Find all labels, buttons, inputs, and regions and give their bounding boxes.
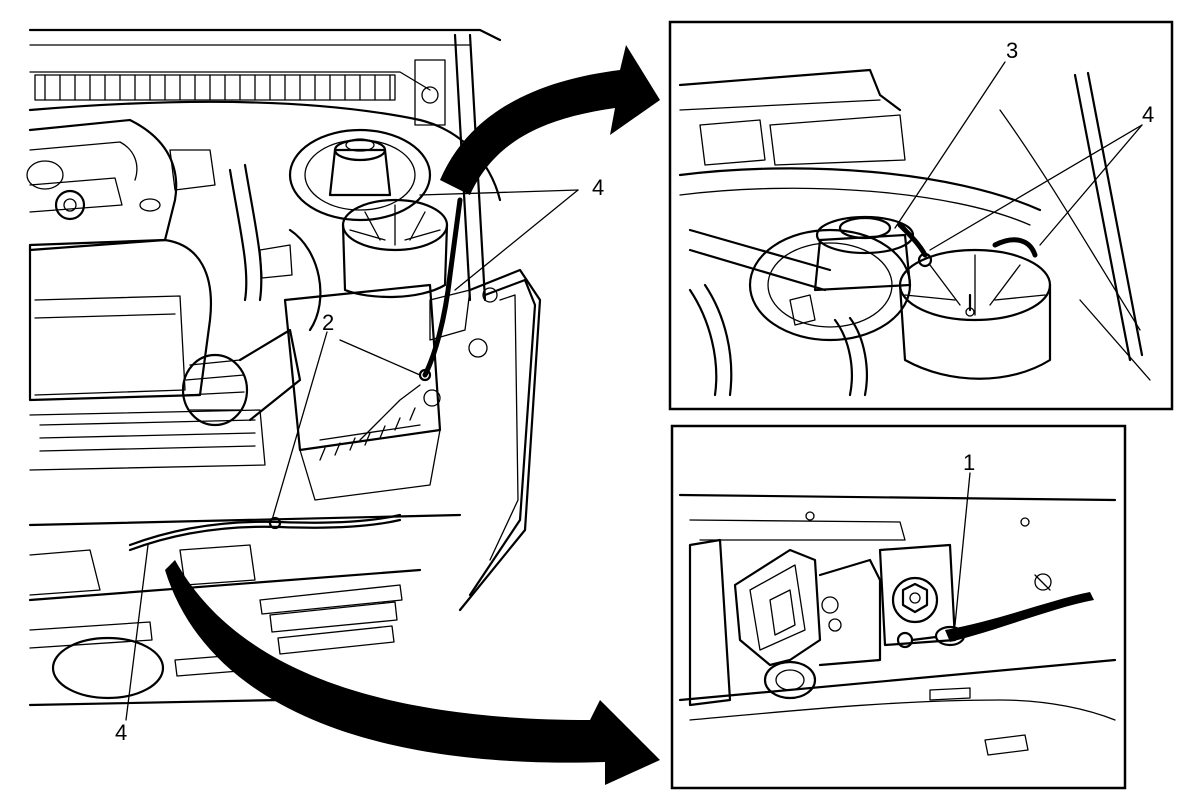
inset-top-frame: [668, 20, 1174, 411]
battery-box: [283, 283, 442, 501]
brake-booster: [288, 128, 432, 222]
callout-3: 3: [1006, 38, 1018, 63]
inset-bottom-leaders: [954, 472, 971, 626]
fender-headlamp: [423, 268, 542, 612]
main-engine-view: 4 2 4: [26, 28, 660, 785]
inset-bottom-ground-terminal: [896, 592, 1094, 649]
front-grille: [28, 513, 462, 707]
callout-4-bottom: 4: [115, 720, 127, 745]
inset-top-cowl: [678, 68, 1144, 362]
callout-2: 2: [322, 310, 334, 335]
inset-bottom-bracket: [688, 538, 882, 707]
main-leaders: [125, 189, 579, 721]
inset-top-ground-cable: [897, 222, 1038, 268]
cowl-grille: [34, 74, 396, 101]
inset-top-booster-detail: 3 4: [668, 20, 1174, 411]
callout-4-inset: 4: [1142, 102, 1154, 127]
arrow-to-top-inset: [440, 45, 660, 195]
callout-4-top: 4: [592, 175, 604, 200]
arrow-to-bottom-inset: [165, 560, 660, 785]
inset-top-booster: [688, 215, 915, 342]
callout-1: 1: [963, 450, 975, 475]
hoses: [169, 149, 322, 332]
engine-cover: [26, 118, 178, 252]
inset-bottom-panel: [678, 493, 1117, 756]
inset-top-reservoir: [898, 248, 1052, 380]
inset-top-leaders: [894, 61, 1143, 251]
coolant-reservoir: [341, 198, 449, 299]
ground-cable: [128, 197, 463, 552]
inset-top-hoses: [688, 283, 1151, 397]
inset-bottom-ground-detail: 1: [670, 424, 1127, 790]
air-intake: [28, 238, 302, 471]
